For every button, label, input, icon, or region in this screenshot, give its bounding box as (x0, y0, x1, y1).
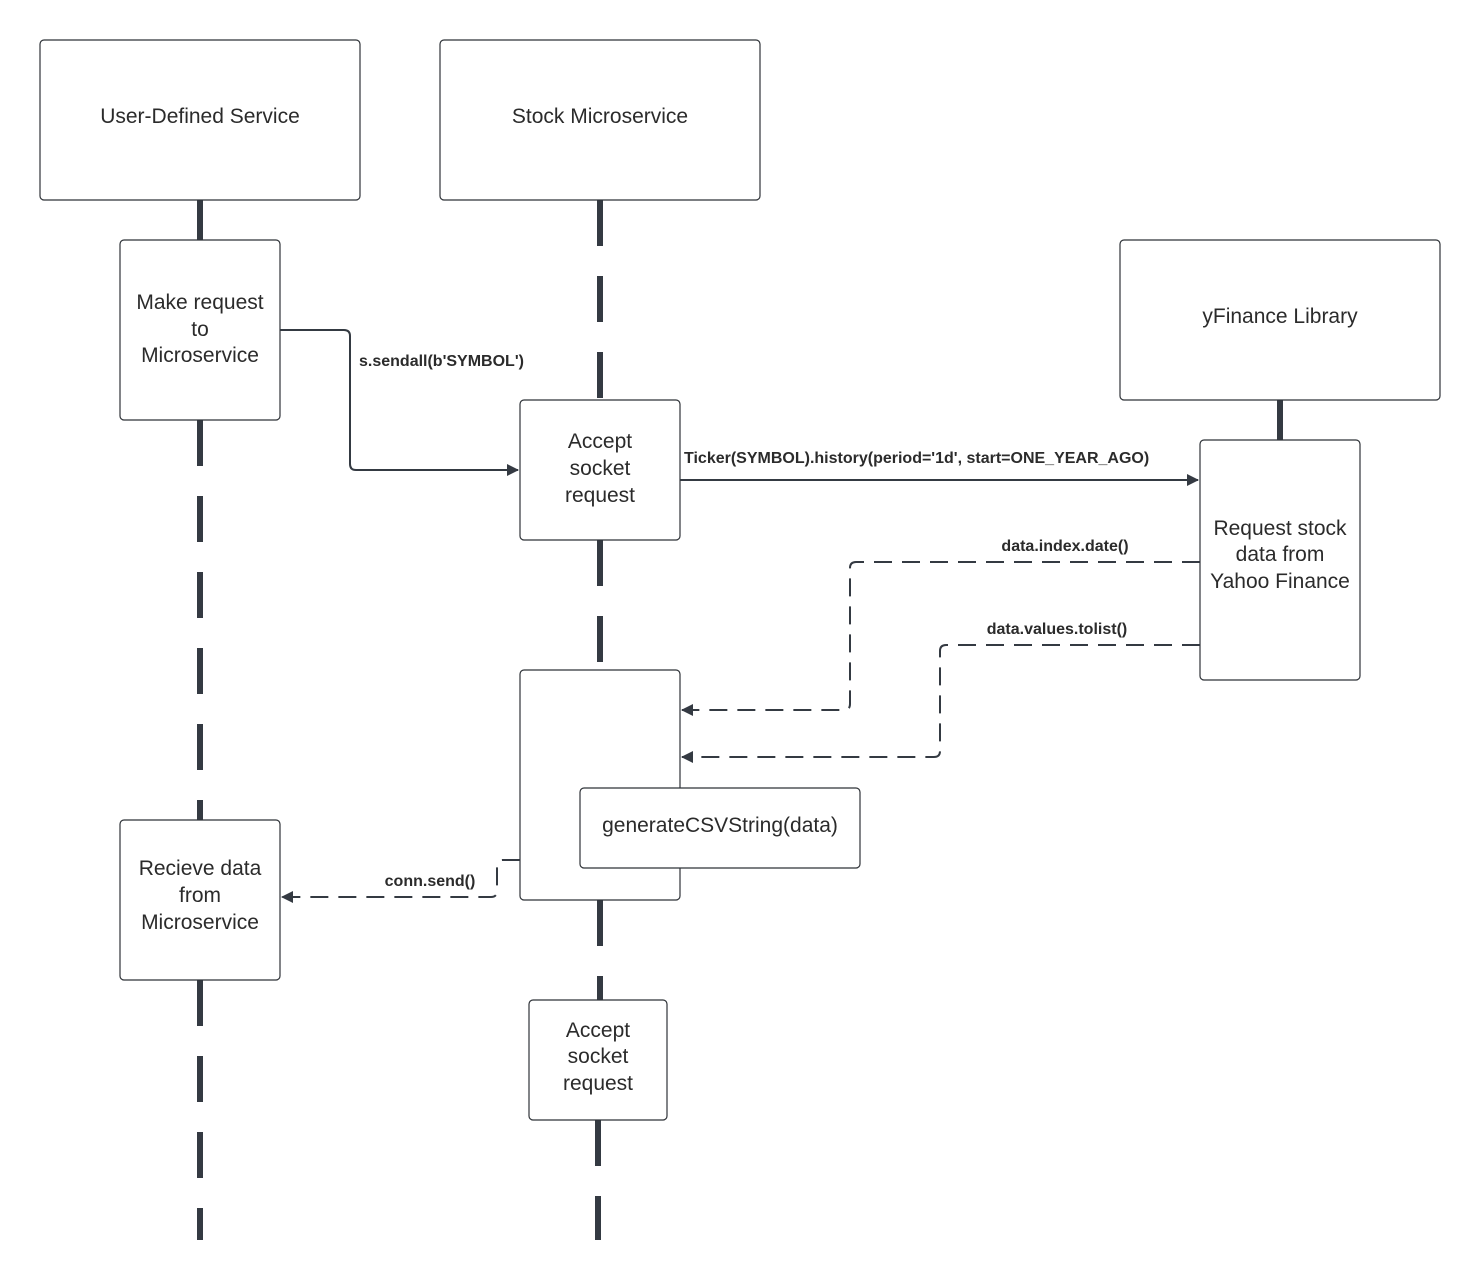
message-conn-send[interactable]: conn.send() (281, 859, 520, 903)
participant-stock-microservice-label: Stock Microservice (512, 105, 688, 128)
activation-accept-socket-2[interactable]: Accept socket request (528, 999, 668, 1121)
activation-accept-socket-2-line-3: request (563, 1072, 633, 1095)
lifeline-stock-microservice (595, 200, 603, 1240)
activation-receive-data-line-2: from (179, 884, 221, 907)
activation-make-request-line-1: Make request (136, 291, 263, 314)
activation-receive-data-line-3: Microservice (141, 911, 259, 934)
activation-make-request[interactable]: Make request to Microservice (119, 239, 281, 421)
activation-request-stock-data-line-3: Yahoo Finance (1210, 570, 1350, 593)
participant-user-service-label: User-Defined Service (100, 105, 300, 128)
message-values-tolist-label: data.values.tolist() (987, 621, 1127, 638)
activation-make-request-line-2: to (191, 318, 209, 341)
activation-accept-socket-2-line-2: socket (568, 1045, 629, 1068)
message-ticker-history-label: Ticker(SYMBOL).history(period='1d', star… (684, 450, 1149, 467)
activation-request-stock-data-line-2: data from (1236, 543, 1325, 566)
participant-yfinance-label: yFinance Library (1202, 305, 1358, 328)
activation-accept-socket-1-line-3: request (565, 484, 635, 507)
participant-user-service[interactable]: User-Defined Service (39, 39, 361, 201)
participant-yfinance[interactable]: yFinance Library (1119, 239, 1441, 401)
participant-stock-microservice[interactable]: Stock Microservice (439, 39, 761, 201)
message-ticker-history[interactable]: Ticker(SYMBOL).history(period='1d', star… (680, 450, 1199, 486)
message-values-tolist[interactable]: data.values.tolist() (681, 621, 1200, 763)
activation-accept-socket-1[interactable]: Accept socket request (519, 399, 681, 541)
activation-receive-data-line-1: Recieve data (139, 857, 262, 880)
activation-generate-csv[interactable]: generateCSVString(data) (579, 787, 861, 869)
activation-request-stock-data[interactable]: Request stock data from Yahoo Finance (1199, 439, 1361, 681)
message-conn-send-label: conn.send() (385, 873, 476, 890)
activation-accept-socket-2-line-1: Accept (566, 1019, 630, 1042)
activation-accept-socket-1-line-2: socket (570, 457, 631, 480)
activation-request-stock-data-line-1: Request stock (1213, 517, 1347, 540)
activation-accept-socket-1-line-1: Accept (568, 430, 632, 453)
activation-make-request-line-3: Microservice (141, 344, 259, 367)
message-index-date-label: data.index.date() (1001, 538, 1128, 555)
activation-generate-csv-label: generateCSVString(data) (602, 814, 838, 837)
activation-receive-data[interactable]: Recieve data from Microservice (119, 819, 281, 981)
message-sendall[interactable]: s.sendall(b'SYMBOL') (280, 329, 524, 476)
message-index-date[interactable]: data.index.date() (681, 538, 1200, 716)
message-sendall-label: s.sendall(b'SYMBOL') (359, 353, 524, 370)
